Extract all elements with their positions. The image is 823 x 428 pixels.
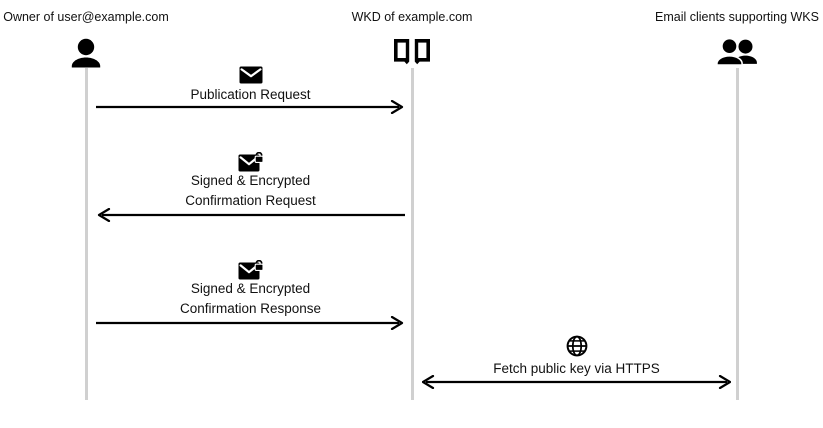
lifeline-clients (736, 68, 739, 400)
arrow-right (96, 316, 405, 330)
message-publication-request: Publication Request (96, 62, 405, 114)
envelope-icon (96, 62, 405, 84)
globe-icon (422, 335, 731, 357)
message-label: Fetch public key via HTTPS (493, 361, 660, 376)
lifeline-owner (85, 68, 88, 400)
lifeline-wkd (411, 68, 414, 400)
message-label-line1: Signed & Encrypted (190, 281, 311, 296)
envelope-lock-icon (96, 258, 405, 280)
actor-wkd-label: WKD of example.com (351, 10, 473, 24)
message-confirmation-request: Signed & Encrypted Confirmation Request (96, 150, 405, 222)
arrow-bidirectional (422, 375, 731, 389)
arrow-left (96, 208, 405, 222)
message-label-line2: Confirmation Request (185, 193, 316, 208)
open-book-icon (282, 33, 542, 73)
message-fetch-public-key: Fetch public key via HTTPS (422, 335, 731, 389)
person-icon (0, 33, 216, 73)
arrow-right (96, 100, 405, 114)
message-label-line2: Confirmation Response (179, 301, 322, 316)
message-label-line1: Signed & Encrypted (190, 173, 311, 188)
envelope-lock-icon (96, 150, 405, 172)
users-group-icon (607, 33, 823, 73)
actor-clients-label: Email clients supporting WKS (655, 10, 819, 24)
actor-owner-label: Owner of user@example.com (3, 10, 169, 24)
message-label: Publication Request (190, 87, 311, 102)
message-confirmation-response: Signed & Encrypted Confirmation Response (96, 258, 405, 330)
